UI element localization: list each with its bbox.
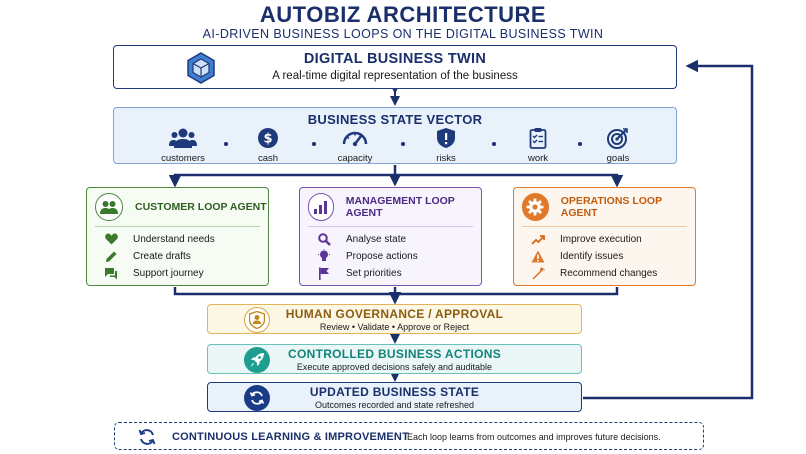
list-item: Recommend changes <box>530 266 657 280</box>
governance-subtitle: Review • Validate • Approve or Reject <box>319 322 470 332</box>
list-item: Improve execution <box>530 232 642 246</box>
warning-icon <box>530 249 546 263</box>
list-item-label: Create drafts <box>133 250 191 262</box>
state-item-capacity: capacity <box>320 126 390 164</box>
list-item: Identify issues <box>530 249 623 263</box>
list-item: Analyse state <box>316 232 406 246</box>
pencil-icon <box>103 249 119 263</box>
list-item-label: Improve execution <box>560 233 642 245</box>
customer-loop-agent-card: CUSTOMER LOOP AGENT Understand needs Cre… <box>86 187 269 286</box>
magnifier-icon <box>316 232 332 246</box>
separator-dot <box>312 142 316 146</box>
users-icon <box>148 126 218 150</box>
learning-title: CONTINUOUS LEARNING & IMPROVEMENT <box>172 431 409 443</box>
dollar-coin-icon: $ <box>233 126 303 150</box>
state-item-work: work <box>503 126 573 164</box>
digital-twin-title: DIGITAL BUSINESS TWIN <box>303 51 487 67</box>
actions-title: CONTROLLED BUSINESS ACTIONS <box>288 347 501 361</box>
state-item-label: cash <box>257 153 279 164</box>
learning-subtitle: Each loop learns from outcomes and impro… <box>407 432 661 442</box>
state-item-label: customers <box>161 153 205 164</box>
list-item-label: Identify issues <box>560 250 624 262</box>
list-item: Set priorities <box>316 266 402 280</box>
users-icon <box>95 193 123 221</box>
state-item-risks: risks <box>411 126 481 164</box>
list-item: Create drafts <box>103 249 191 263</box>
clipboard-checklist-icon <box>503 126 573 150</box>
heart-icon <box>103 232 119 246</box>
human-governance-box: HUMAN GOVERNANCE / APPROVAL Review • Val… <box>207 304 582 334</box>
shield-alert-icon <box>411 126 481 150</box>
page-title: AUTOBIZ ARCHITECTURE <box>259 2 547 27</box>
separator-dot <box>578 142 582 146</box>
governance-title: HUMAN GOVERNANCE / APPROVAL <box>285 307 504 321</box>
list-item-label: Understand needs <box>133 233 215 245</box>
rocket-icon <box>244 347 270 373</box>
wrench-icon <box>530 266 546 280</box>
trend-up-icon <box>530 232 546 246</box>
list-item: Understand needs <box>103 232 215 246</box>
updated-title: UPDATED BUSINESS STATE <box>309 385 480 399</box>
refresh-icon <box>244 385 270 411</box>
state-item-cash: $ cash <box>233 126 303 164</box>
list-item-label: Recommend changes <box>560 267 658 279</box>
separator-dot <box>401 142 405 146</box>
list-item-label: Propose actions <box>346 250 418 262</box>
updated-subtitle: Outcomes recorded and state refreshed <box>314 400 475 410</box>
person-badge-icon <box>244 307 270 333</box>
management-loop-agent-card: MANAGEMENT LOOP AGENT Analyse state Prop… <box>299 187 482 286</box>
actions-subtitle: Execute approved decisions safely and au… <box>296 362 493 372</box>
hexagon-cube-icon <box>184 51 218 90</box>
lightbulb-icon <box>316 249 332 263</box>
list-item-label: Analyse state <box>346 233 407 245</box>
state-item-customers: customers <box>148 126 218 164</box>
list-item: Support journey <box>103 266 204 280</box>
list-item-label: Support journey <box>133 267 204 279</box>
page-subtitle: AI-DRIVEN BUSINESS LOOPS ON THE DIGITAL … <box>202 27 604 41</box>
state-item-label: risks <box>436 153 456 164</box>
separator-dot <box>224 142 228 146</box>
divider <box>308 226 473 227</box>
digital-twin-box: DIGITAL BUSINESS TWIN A real-time digita… <box>113 45 677 89</box>
list-item: Propose actions <box>316 249 418 263</box>
business-state-vector-box: BUSINESS STATE VECTOR customers $ cash c… <box>113 107 677 164</box>
chat-icon <box>103 266 119 280</box>
operations-agent-name: OPERATIONS LOOP AGENT <box>560 195 662 219</box>
management-agent-name: MANAGEMENT LOOP AGENT <box>345 195 455 219</box>
controlled-business-actions-box: CONTROLLED BUSINESS ACTIONS Execute appr… <box>207 344 582 374</box>
continuous-learning-box: CONTINUOUS LEARNING & IMPROVEMENT Each l… <box>114 422 704 450</box>
updated-business-state-box: UPDATED BUSINESS STATE Outcomes recorded… <box>207 382 582 412</box>
state-vector-title: BUSINESS STATE VECTOR <box>307 112 483 127</box>
separator-dot <box>492 142 496 146</box>
state-item-label: capacity <box>337 153 373 164</box>
state-item-label: goals <box>606 153 630 164</box>
list-item-label: Set priorities <box>346 267 402 279</box>
customer-agent-name: CUSTOMER LOOP AGENT <box>135 201 267 213</box>
operations-loop-agent-card: OPERATIONS LOOP AGENT Improve execution … <box>513 187 696 286</box>
state-item-goals: goals <box>583 126 653 164</box>
svg-text:$: $ <box>263 132 272 147</box>
bar-chart-icon <box>308 193 334 221</box>
target-icon <box>583 126 653 150</box>
flag-icon <box>316 266 332 280</box>
divider <box>522 226 687 227</box>
gear-icon <box>522 193 549 221</box>
digital-twin-subtitle: A real-time digital representation of th… <box>272 70 518 82</box>
divider <box>95 226 260 227</box>
cycle-arrows-icon <box>137 427 157 452</box>
gauge-icon <box>320 126 390 150</box>
feedback-loop-arrow <box>583 59 754 400</box>
state-item-label: work <box>527 153 549 164</box>
